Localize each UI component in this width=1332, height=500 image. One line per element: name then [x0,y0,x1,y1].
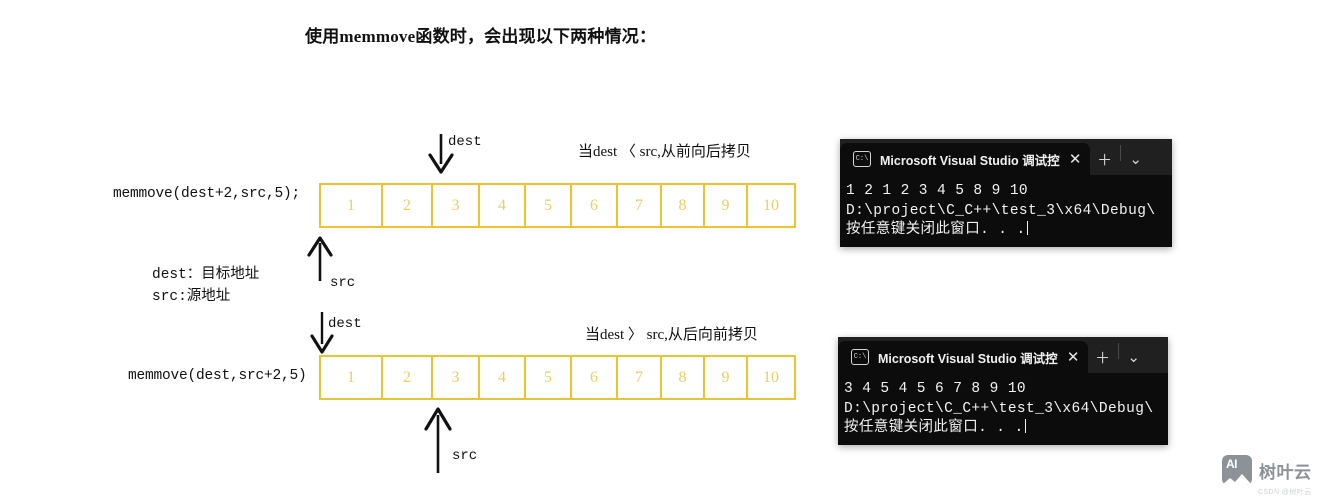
array-cell: 3 [433,185,480,226]
memmove-call-2: memmove(dest,src+2,5) [128,368,307,384]
console-icon: C:\ [851,349,869,365]
close-icon[interactable]: ✕ [1068,150,1082,168]
dest-arrow-2-icon [310,312,334,354]
console-tab-title: Microsoft Visual Studio 调试控 [878,351,1058,366]
array-cell: 4 [480,357,526,398]
legend-src-line: src:源地址 [152,289,231,305]
console-line: D:\project\C_C++\test_3\x64\Debug\ [844,400,1154,417]
watermark-brand: 树叶云 [1259,462,1312,482]
console-output-2: 3 4 5 4 5 6 7 8 9 10 D:\project\C_C++\te… [838,373,1168,439]
console-line-with-caret: 按任意键关闭此窗口. . . [846,221,1172,241]
console-window-2[interactable]: C:\ Microsoft Visual Studio 调试控 ✕ ＋ ⌄ 3 … [838,337,1168,445]
console-tab-title: Microsoft Visual Studio 调试控 [880,153,1060,168]
console-line: 1 2 1 2 3 4 5 8 9 10 [846,183,1029,199]
console-line-text: 按任意键关闭此窗口. . . [844,420,1024,436]
console-line: 3 4 5 4 5 6 7 8 9 10 [844,381,1027,397]
array-cell: 4 [480,185,526,226]
new-tab-icon[interactable]: ＋ [1095,349,1111,367]
console-output-1: 1 2 1 2 3 4 5 8 9 10 D:\project\C_C++\te… [840,175,1172,241]
array-cell: 1 [321,357,383,398]
array-cell: 6 [572,185,618,226]
ai-logo-icon: AI [1222,455,1252,485]
text-caret [1026,221,1029,235]
console-tab-2[interactable]: C:\ Microsoft Visual Studio 调试控 ✕ [838,341,1088,373]
src-label-2: src [452,448,478,464]
memmove-call-1: memmove(dest+2,src,5); [113,186,301,202]
array-cell: 8 [662,185,705,226]
tabbar-divider [1117,343,1119,359]
page-title: 使用memmove函数时，会出现以下两种情况： [305,27,657,46]
console-tabbar-1: C:\ Microsoft Visual Studio 调试控 ✕ ＋ ⌄ [840,139,1172,175]
array-cell: 10 [763,368,779,386]
array-cell: 9 [705,357,748,398]
close-icon[interactable]: ✕ [1066,348,1080,366]
array-cell: 7 [618,185,662,226]
console-tab-1[interactable]: C:\ Microsoft Visual Studio 调试控 ✕ [840,143,1090,175]
console-window-1[interactable]: C:\ Microsoft Visual Studio 调试控 ✕ ＋ ⌄ 1 … [840,139,1172,247]
array-cell: 1 [321,185,383,226]
console-line: D:\project\C_C++\test_3\x64\Debug\ [846,202,1156,219]
ai-logo-text: AI [1226,457,1238,471]
array-cell: 7 [618,357,662,398]
array-cell: 2 [383,185,433,226]
condition-label-2: 当dest 〉 src,从后向前拷贝 [585,327,758,343]
console-line-with-caret: 按任意键关闭此窗口. . . [844,419,1168,439]
console-icon: C:\ [853,151,871,167]
legend-dest-line: dest：目标地址 [152,267,260,283]
array-2: 1 2 3 4 5 6 7 8 9 10 [319,355,796,400]
tabbar-divider [1119,145,1121,161]
dest-arrow-1-icon [428,134,454,174]
array-cell: 5 [526,357,572,398]
diagram-1: dest 当dest 〈 src,从前向后拷贝 memmove(dest+2,s… [0,0,830,300]
chevron-down-icon[interactable]: ⌄ [1127,349,1140,366]
src-arrow-1-icon [307,236,333,281]
array-cell: 9 [705,185,748,226]
src-label-1: src [330,275,356,291]
console-line-text: 按任意键关闭此窗口. . . [846,222,1026,238]
watermark: AI 树叶云 [1222,455,1312,485]
array-cell: 5 [526,185,572,226]
text-caret [1024,419,1027,433]
array-cell: 8 [662,357,705,398]
src-arrow-2-icon [424,407,452,473]
diagram-2: dest 当dest 〉 src,从后向前拷贝 memmove(dest,src… [0,300,830,500]
legend-box: dest：目标地址 src:源地址 [152,264,259,308]
new-tab-icon[interactable]: ＋ [1097,151,1113,169]
array-cell: 6 [572,357,618,398]
array-cell: 10 [763,196,779,214]
dest-label-1: dest [448,134,482,150]
dest-label-2: dest [328,316,362,332]
console-tabbar-2: C:\ Microsoft Visual Studio 调试控 ✕ ＋ ⌄ [838,337,1168,373]
watermark-sub: CSDN @树叶云 [1258,489,1312,496]
array-1: 1 2 3 4 5 6 7 8 9 10 [319,183,796,228]
array-cell: 3 [433,357,480,398]
condition-label-1: 当dest 〈 src,从前向后拷贝 [578,144,751,160]
array-cell: 2 [383,357,433,398]
mountain-glyph [1222,474,1252,485]
chevron-down-icon[interactable]: ⌄ [1129,151,1142,168]
